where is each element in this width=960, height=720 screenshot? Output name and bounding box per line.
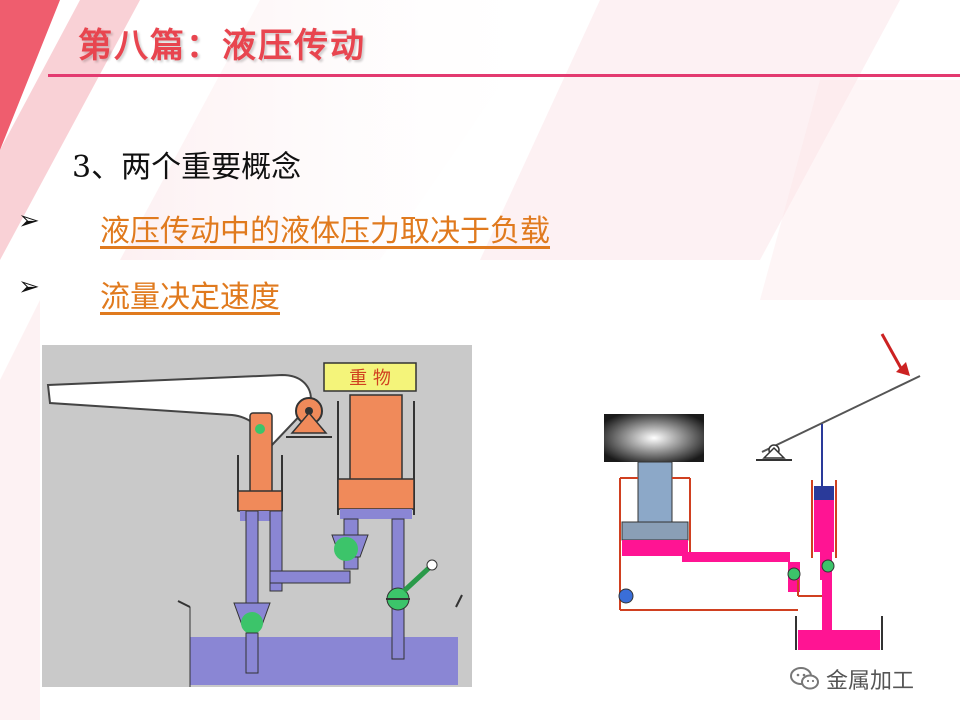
delivery-check-valve	[334, 537, 358, 561]
suction-check-valve	[241, 612, 263, 634]
watermark-text: 金属加工	[826, 669, 915, 694]
load-block	[604, 414, 704, 462]
cylinder-fluid	[622, 540, 688, 556]
page-title: 第八篇：液压传动	[78, 26, 366, 66]
bullet-text-flow-speed: 流量决定速度	[100, 280, 280, 315]
oil-tank	[190, 637, 458, 685]
release-valve-icon	[618, 588, 634, 604]
title-divider	[48, 74, 960, 77]
section-heading: 3、两个重要概念	[72, 150, 302, 185]
corner-stripe	[0, 0, 60, 150]
large-cylinder-rod	[637, 461, 673, 531]
wechat-icon	[790, 667, 819, 690]
weight-label: 重 物	[349, 368, 391, 389]
reservoir	[798, 630, 880, 650]
bullet-arrow-icon: ➢	[18, 272, 40, 302]
bullet-text-pressure-load: 液压传动中的液体压力取决于负载	[100, 214, 550, 249]
watermark: 金属加工	[790, 664, 914, 694]
bullet-arrow-icon: ➢	[18, 206, 40, 236]
hydraulic-jack-diagram: 重 物	[42, 345, 472, 687]
pump-lever	[761, 375, 921, 453]
weight-block	[323, 362, 417, 392]
pressure-load-diagram	[604, 333, 921, 650]
force-arrow	[880, 333, 904, 371]
small-piston-head	[814, 486, 834, 500]
